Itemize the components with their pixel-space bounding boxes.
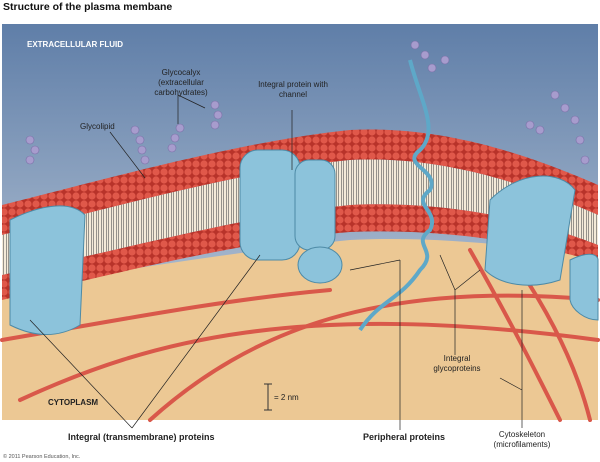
label-cytoplasm: CYTOPLASM (48, 398, 99, 407)
label-scale: = 2 nm (274, 393, 299, 402)
integral-proteins (9, 149, 599, 335)
figure-title: Structure of the plasma membane (3, 1, 173, 13)
peripheral-protein-helix (358, 59, 434, 332)
label-cytoskeleton: Cytoskeleton (microfilaments) (493, 430, 551, 449)
leader-lines (29, 94, 523, 430)
scale-bar-icon (264, 383, 272, 411)
copyright: © 2011 Pearson Education, Inc. (3, 454, 81, 460)
membrane-top-heads (2, 129, 598, 235)
cytoskeleton-filaments (0, 248, 600, 422)
membrane-bottom-heads (2, 204, 598, 300)
label-integral-protein-channel: Integral protein with channel (258, 80, 328, 99)
label-extracellular-fluid: EXTRACELLULAR FLUID (27, 40, 123, 49)
label-glycolipid: Glycolipid (80, 122, 115, 131)
label-integral-proteins: Integral (transmembrane) proteins (68, 432, 215, 442)
glycocalyx-carbohydrates (25, 40, 590, 165)
label-glycocalyx: Glycocalyx (extracellular carbohydrates) (154, 68, 208, 97)
lipid-tails (2, 159, 598, 275)
label-integral-glycoproteins: Integral glycoproteins (433, 354, 481, 373)
label-peripheral-proteins: Peripheral proteins (363, 432, 446, 442)
